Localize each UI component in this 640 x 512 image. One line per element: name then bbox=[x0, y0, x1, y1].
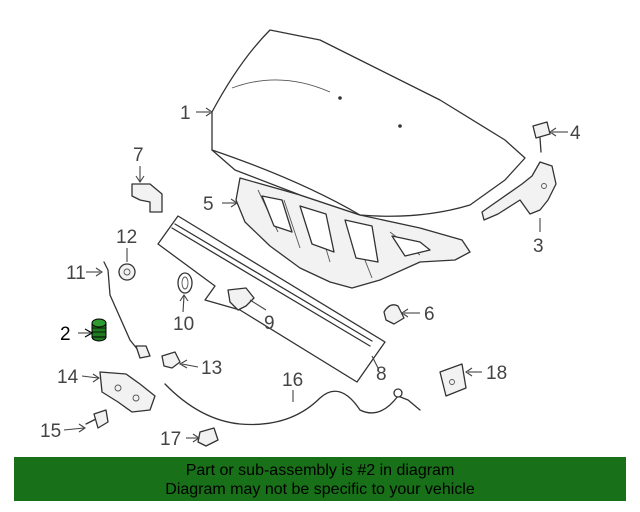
callout-13: 13 bbox=[201, 358, 222, 379]
part-13-clip bbox=[161, 351, 181, 369]
callout-18: 18 bbox=[486, 363, 507, 384]
callout-16: 16 bbox=[282, 370, 303, 391]
part-17-clip bbox=[197, 427, 219, 447]
callout-6: 6 bbox=[424, 304, 435, 325]
callout-1: 1 bbox=[180, 103, 191, 124]
footer-line-1: Part or sub-assembly is #2 in diagram bbox=[185, 462, 455, 479]
parts-diagram: 1 2 3 4 5 6 7 8 9 10 11 12 13 14 15 16 1… bbox=[40, 29, 581, 450]
callout-7: 7 bbox=[133, 145, 144, 166]
part-11-support-rod bbox=[103, 261, 151, 359]
part-8-hood-seal bbox=[157, 215, 386, 383]
part-16-release-cable bbox=[164, 383, 421, 426]
part-10-grommet bbox=[177, 272, 193, 294]
callout-2: 2 bbox=[60, 324, 71, 345]
callout-14: 14 bbox=[57, 367, 79, 388]
callout-10: 10 bbox=[173, 314, 194, 335]
part-2-highlighted-bumper bbox=[91, 318, 107, 342]
callout-labels: 1 2 3 4 5 6 7 8 9 10 11 12 13 14 15 16 1… bbox=[40, 103, 581, 450]
part-4-bolt bbox=[532, 121, 551, 153]
callout-4: 4 bbox=[570, 123, 581, 144]
part-7-bracket bbox=[131, 183, 163, 213]
part-15-bolt bbox=[85, 409, 109, 429]
callout-15: 15 bbox=[40, 421, 61, 442]
part-1-hood-panel bbox=[211, 29, 526, 217]
callout-9: 9 bbox=[264, 313, 275, 334]
part-9-clip bbox=[227, 287, 255, 311]
part-12-bumper bbox=[118, 263, 136, 281]
callout-3: 3 bbox=[533, 236, 544, 257]
part-5-hood-inner-panel bbox=[235, 177, 471, 289]
callout-11: 11 bbox=[66, 263, 86, 284]
part-6-bumper-stop bbox=[383, 304, 405, 325]
footer-line-2: Diagram may not be specific to your vehi… bbox=[165, 481, 475, 498]
callout-5: 5 bbox=[203, 194, 214, 215]
callout-17: 17 bbox=[160, 429, 181, 450]
footer-banner: Part or sub-assembly is #2 in diagram Di… bbox=[14, 457, 626, 501]
leader-lines bbox=[63, 107, 568, 443]
callout-8: 8 bbox=[376, 364, 387, 385]
part-18-striker bbox=[439, 363, 467, 397]
part-14-latch bbox=[99, 371, 156, 413]
callout-12: 12 bbox=[116, 227, 137, 248]
part-3-hinge bbox=[481, 161, 557, 221]
